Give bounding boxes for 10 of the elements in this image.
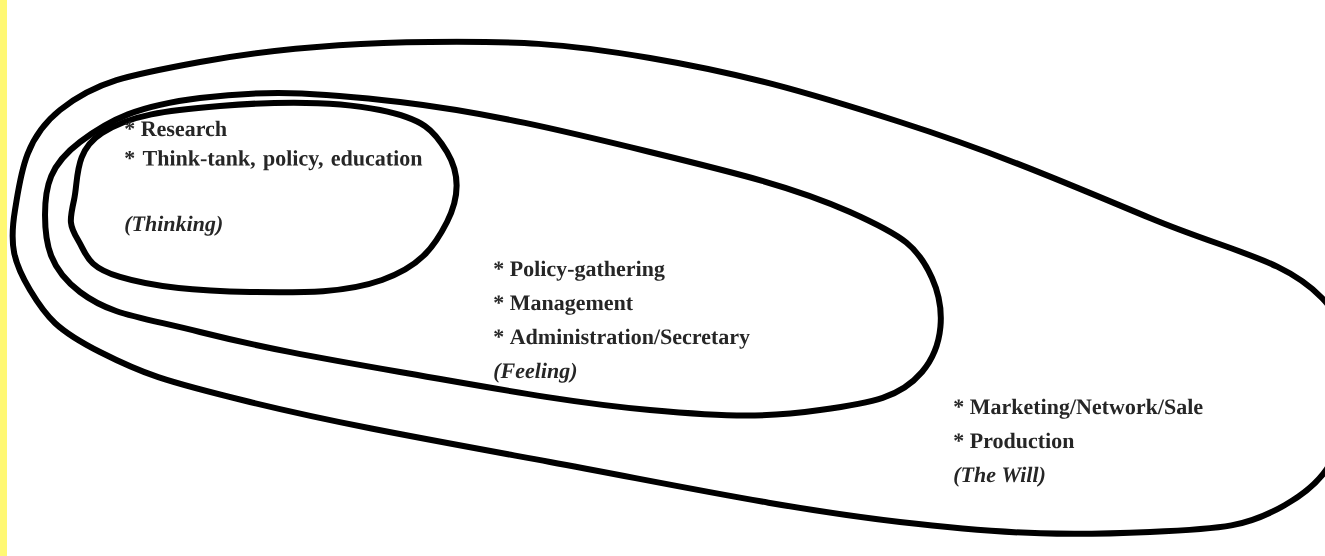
italic-caption: (Thinking): [125, 215, 222, 236]
bullet-item: * Management: [494, 295, 634, 315]
bullet-item: * Policy-gathering: [494, 260, 665, 281]
bullet-item: * Research: [125, 120, 227, 137]
italic-caption: (Feeling): [494, 362, 577, 383]
bullet-item: * Think-tank, policy, education: [125, 150, 423, 171]
bullet-item: * Administration/Secretary: [494, 328, 750, 349]
bullet-item: * Marketing/Network/Sale: [954, 398, 1203, 419]
bullet-item: * Production: [954, 432, 1075, 449]
italic-caption: (The Will): [954, 466, 1045, 487]
